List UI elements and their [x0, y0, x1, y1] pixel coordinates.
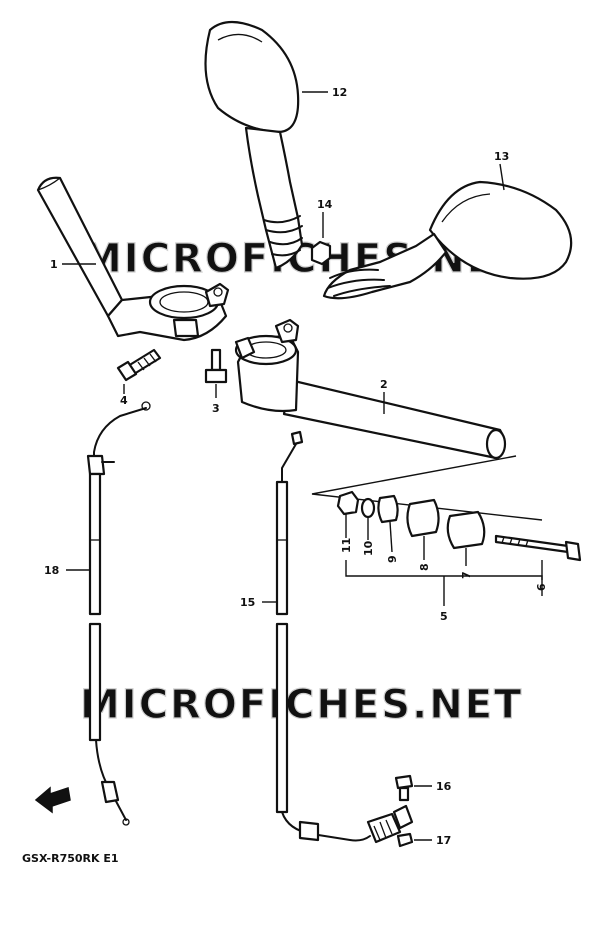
part-17-screw — [396, 832, 414, 848]
callout-5: 5 — [440, 610, 448, 623]
part-3-bolt — [204, 348, 228, 384]
watermark-bottom: MICROFICHES.NET — [80, 682, 523, 728]
callout-2: 2 — [380, 378, 388, 391]
part-13-right-mirror — [322, 180, 573, 300]
part-12-left-mirror — [204, 20, 304, 270]
callout-13: 13 — [494, 150, 509, 163]
callout-18: 18 — [44, 564, 59, 577]
front-direction-arrow-icon — [34, 786, 71, 814]
part-11-nut — [336, 490, 360, 516]
callout-6: 6 — [535, 583, 548, 591]
callout-14: 14 — [317, 198, 333, 211]
callout-11: 11 — [340, 538, 353, 553]
part-15-clutch-cable — [275, 430, 414, 844]
callout-1: 1 — [50, 258, 58, 271]
part-16-bolt — [394, 774, 414, 802]
callout-10: 10 — [362, 540, 375, 556]
diagram-caption: GSX-R750RK E1 — [22, 852, 119, 865]
part-4-bolt — [116, 348, 162, 382]
part-1-left-handlebar — [36, 176, 230, 342]
part-6-screw — [494, 534, 582, 562]
callout-8: 8 — [418, 563, 431, 571]
callout-7: 7 — [460, 571, 473, 579]
part-14-nut — [310, 240, 332, 266]
callout-17: 17 — [436, 834, 451, 847]
part-9-spacer — [377, 494, 399, 524]
callout-12: 12 — [332, 86, 347, 99]
part-10-washer — [360, 497, 376, 519]
part-18-throttle-cable — [86, 401, 151, 826]
callout-15: 15 — [240, 596, 255, 609]
callout-16: 16 — [436, 780, 452, 793]
callout-3: 3 — [212, 402, 220, 415]
leader-lines — [62, 91, 543, 841]
callout-4: 4 — [120, 394, 128, 407]
balancer-weight-set — [311, 455, 582, 606]
part-8-weight — [406, 498, 440, 538]
callouts: 1 2 3 4 5 6 7 8 9 10 11 12 13 14 15 16 1… — [44, 86, 548, 847]
part-7-end-weight — [446, 510, 486, 550]
callout-9: 9 — [386, 555, 399, 563]
part-2-right-handlebar — [234, 318, 507, 460]
